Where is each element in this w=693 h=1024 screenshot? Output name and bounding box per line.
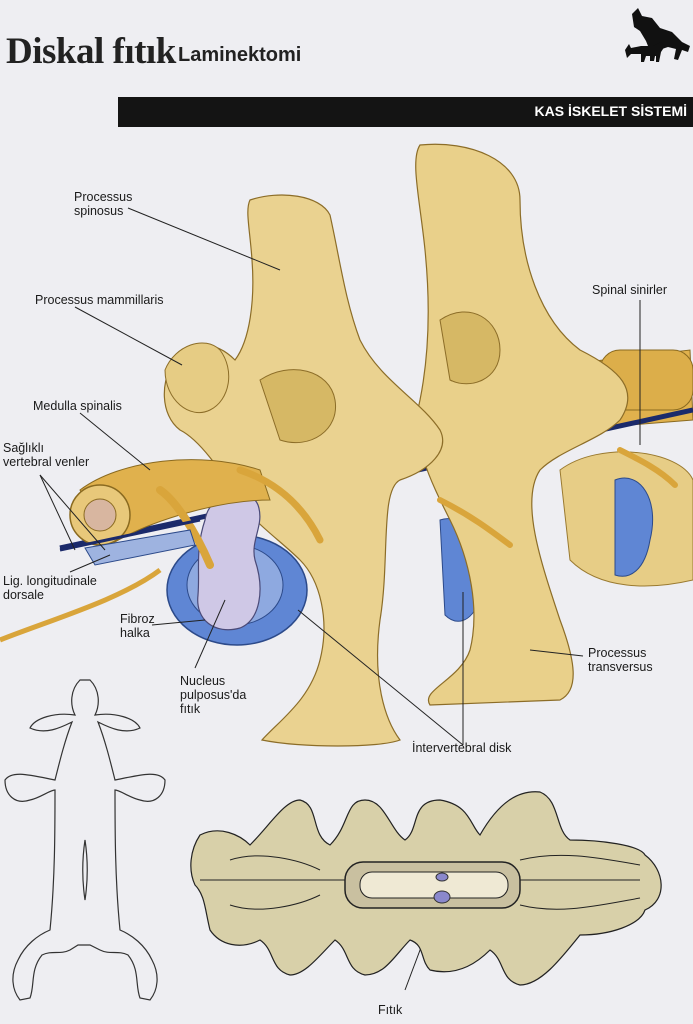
- page-title: Diskal fıtık: [6, 31, 176, 72]
- label-medulla-spinalis: Medulla spinalis: [33, 399, 122, 413]
- vertebrae-illustration: [0, 143, 693, 747]
- label-fitik: Fıtık: [378, 1003, 403, 1017]
- label-processus-spinosus: Processus spinosus: [74, 190, 133, 218]
- leader-lines: [39, 207, 641, 991]
- label-processus-transversus: Processus transversus: [588, 646, 653, 674]
- dog-cat-icon: [625, 8, 690, 62]
- dog-body-outline: [4, 679, 166, 1001]
- label-intervertebral-disk: İntervertebral disk: [412, 741, 512, 755]
- page-subtitle: Laminektomi: [178, 44, 302, 66]
- label-saglikli-vertebral-venler: Sağlıklı vertebral venler: [3, 441, 90, 469]
- label-nucleus-pulposus: Nucleus pulposus'da fıtık: [180, 674, 247, 716]
- laminectomy-plan-view: [190, 791, 662, 986]
- label-fibroz-halka: Fibroz halka: [120, 612, 155, 640]
- label-lig-longitudinale-dorsale: Lig. longitudinale dorsale: [3, 574, 97, 602]
- category-label: KAS İSKELET SİSTEMİ: [534, 103, 687, 119]
- label-spinal-sinirler: Spinal sinirler: [592, 283, 668, 297]
- category-bar: KAS İSKELET SİSTEMİ: [118, 97, 693, 127]
- label-processus-mammillaris: Processus mammillaris: [35, 293, 164, 307]
